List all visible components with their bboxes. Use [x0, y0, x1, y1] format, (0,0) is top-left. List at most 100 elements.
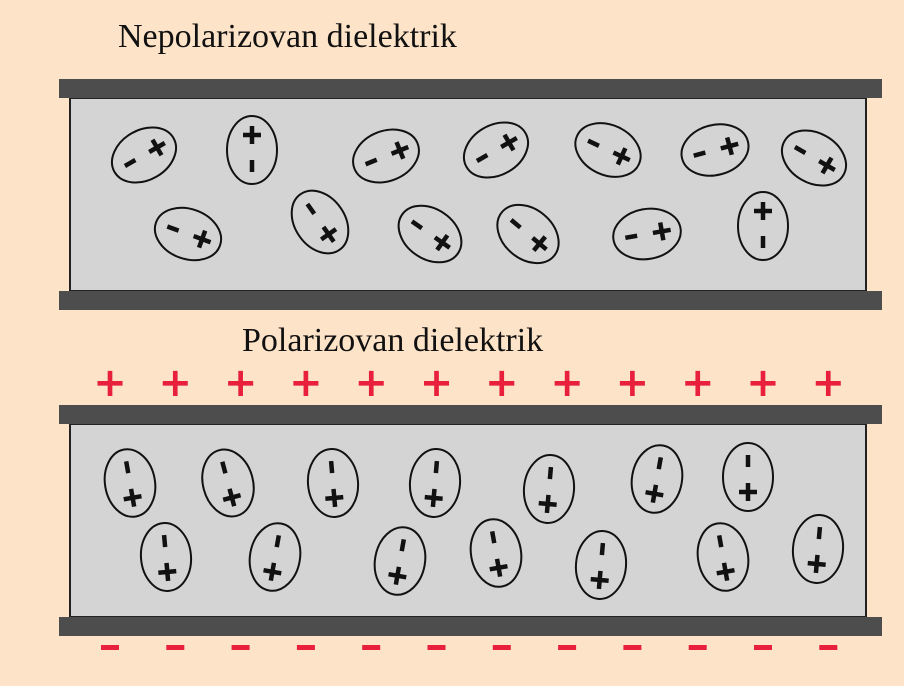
dipole-molecule: [496, 203, 560, 265]
dipole-outline: [397, 204, 463, 264]
dipole-minus-sign: [161, 534, 168, 548]
dipole-molecule: [630, 444, 684, 514]
negative-charge-sign: [427, 645, 446, 650]
dipole-molecule: [290, 189, 350, 255]
dipole-minus-sign: [716, 534, 724, 548]
positive-charge-sign: +: [812, 360, 846, 406]
positive-charge-sign: +: [616, 360, 650, 406]
dipole-plus-sign: [754, 202, 772, 220]
dipole-plus-sign: [319, 225, 338, 243]
dipole-plus-sign: [590, 570, 609, 590]
dipole-outline: [496, 203, 560, 265]
dipole-molecule: [373, 526, 427, 596]
dipole-plus-sign: [325, 488, 344, 508]
dipole-molecule: [522, 454, 576, 524]
dipole-molecule: [248, 522, 302, 592]
capacitor-plate-lower-top: [59, 291, 882, 310]
negative-charge-sign: [362, 645, 381, 650]
dipole-molecule: [696, 522, 750, 592]
dipole-molecule: [574, 122, 642, 178]
dipole-minus-sign: [123, 158, 137, 168]
dipole-plus-sign: [243, 126, 261, 144]
title-unpolarized-dielectric: Nepolarizovan dielektrik: [118, 18, 457, 55]
positive-charge-sign: +: [746, 360, 780, 406]
negative-charge-sign: [296, 645, 315, 650]
dipole-molecule: [469, 518, 523, 588]
dipole-minus-sign: [599, 542, 606, 556]
dipole-molecule: [111, 126, 177, 184]
dipole-molecule: [791, 514, 845, 584]
dipole-minus-sign: [328, 460, 335, 474]
dipole-outline: [522, 454, 576, 524]
dipole-outline: [737, 191, 789, 261]
capacitor-plate-upper-top: [59, 79, 882, 98]
dipole-plus-sign: [424, 488, 443, 508]
dipole-molecule: [781, 129, 847, 187]
dipole-molecule: [463, 121, 529, 179]
dipole-minus-sign: [123, 460, 131, 474]
dipole-molecule: [680, 123, 750, 177]
dipole-outline: [680, 123, 750, 177]
positive-surface-charges: ++++++++++++: [93, 360, 845, 406]
dipole-outline: [574, 530, 628, 600]
dipole-outline: [408, 448, 462, 518]
negative-charge-sign: [623, 645, 642, 650]
dipole-plus-sign: [388, 566, 407, 586]
positive-charge-sign: +: [354, 360, 388, 406]
dipole-molecule: [226, 115, 278, 185]
dipole-outline: [139, 522, 193, 592]
dipole-minus-sign: [693, 150, 706, 158]
negative-charge-sign: [754, 645, 772, 650]
dipole-plus-sign: [148, 138, 166, 157]
dipole-molecule: [408, 448, 462, 518]
dipole-plus-sign: [716, 562, 735, 582]
negative-charge-sign: [558, 645, 577, 650]
dipole-outline: [696, 522, 750, 592]
dipole-molecule: [737, 191, 789, 261]
dipole-outline: [306, 448, 360, 518]
dipole-plus-sign: [652, 222, 672, 241]
dipole-minus-sign: [509, 218, 522, 230]
dipole-minus-sign: [547, 466, 554, 480]
dipole-outline: [722, 442, 774, 512]
dipole-plus-sign: [500, 133, 518, 152]
dipole-plus-sign: [720, 136, 739, 156]
positive-charge-sign: +: [224, 360, 258, 406]
dipole-minus-sign: [305, 202, 317, 216]
dipole-minus-sign: [410, 219, 424, 231]
dipole-outline: [463, 121, 529, 179]
negative-charge-sign: [688, 645, 707, 650]
dipole-molecule: [139, 522, 193, 592]
positive-charge-sign: +: [681, 360, 715, 406]
dipole-plus-sign: [433, 233, 451, 252]
capacitor-plate-upper-bottom: [59, 405, 882, 424]
dipole-outline: [373, 526, 427, 596]
positive-charge-sign: +: [93, 360, 127, 406]
dipole-plus-sign: [390, 141, 410, 160]
dipole-outline: [574, 122, 642, 178]
dipole-outline: [791, 514, 845, 584]
dipole-outline: [290, 189, 350, 255]
dipole-outline: [201, 448, 255, 518]
dipole-outline: [352, 128, 420, 184]
positive-charge-sign: +: [420, 360, 454, 406]
dipole-outline: [226, 115, 278, 185]
dipole-minus-sign: [364, 157, 378, 167]
dipole-outline: [153, 206, 223, 262]
positive-charge-sign: +: [485, 360, 519, 406]
dielectric-slab-bottom: [69, 423, 867, 618]
dipole-molecule: [722, 442, 774, 512]
dipole-minus-sign: [166, 224, 180, 233]
dipole-minus-sign: [475, 153, 489, 163]
dipole-molecule: [352, 128, 420, 184]
dielectric-slab-top: [69, 97, 867, 292]
capacitor-plate-lower-bottom: [59, 617, 882, 636]
dipole-plus-sign: [739, 483, 757, 501]
dipole-molecule: [153, 206, 223, 262]
dipole-minus-sign: [399, 538, 407, 552]
dipole-molecule: [306, 448, 360, 518]
dipole-group-random: [111, 115, 847, 265]
negative-charge-sign: [101, 645, 119, 650]
